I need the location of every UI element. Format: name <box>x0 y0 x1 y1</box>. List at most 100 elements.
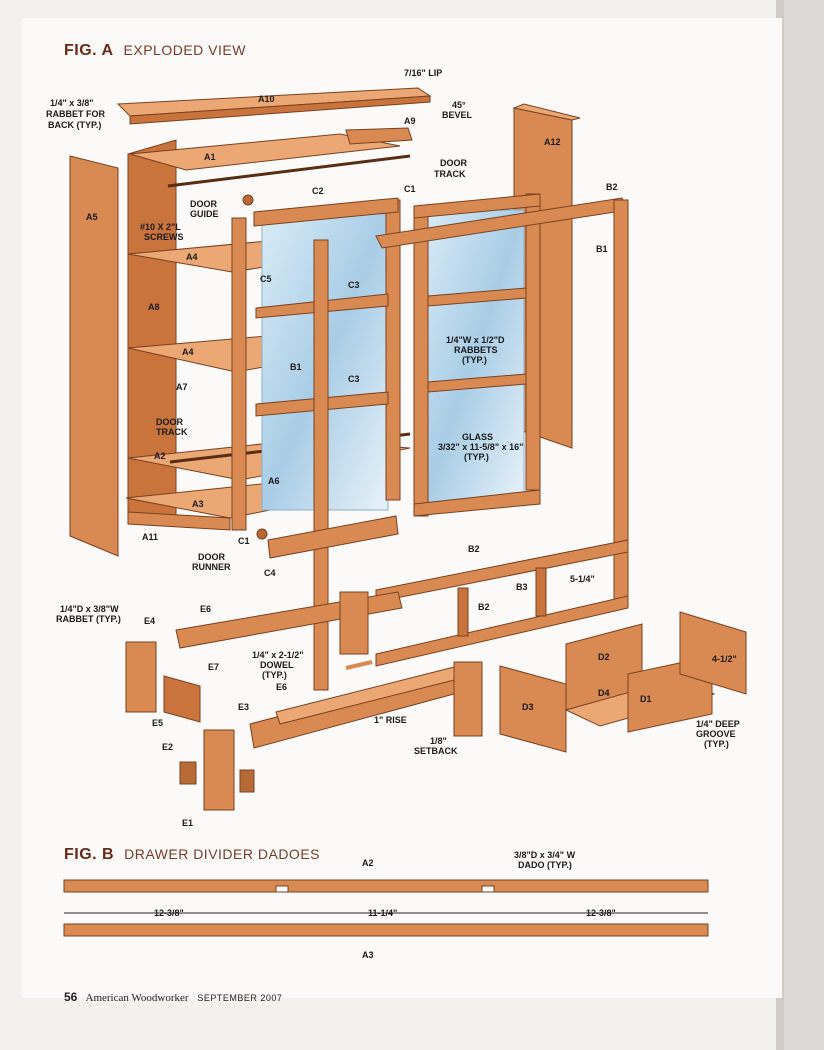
figb-label-a2: A2 <box>362 858 374 868</box>
figb-dim-right: 12-3/8" <box>586 908 616 918</box>
part-label-b3: B3 <box>516 582 528 592</box>
callout-groove-2: GROOVE <box>696 729 736 739</box>
figure-b-number: FIG. B <box>64 846 115 863</box>
part-label-a3: A3 <box>192 499 204 509</box>
part-label-c1-top: C1 <box>404 184 416 194</box>
part-label-a11: A11 <box>142 532 158 542</box>
part-label-d1: D1 <box>640 694 652 704</box>
callout-dim-4-1-2: 4-1/2" <box>712 654 737 664</box>
part-a1-top <box>129 133 401 171</box>
callout-door-guide-2: GUIDE <box>190 209 219 219</box>
callout-lip: 7/16" LIP <box>404 68 442 78</box>
callout-screws-2: SCREWS <box>144 232 184 242</box>
door-track-top <box>167 154 411 188</box>
callout-screws-1: #10 X 2"L <box>140 222 181 232</box>
figure-b-title: DRAWER DIVIDER DADOES <box>124 846 320 862</box>
part-e4-leg-right <box>339 591 369 655</box>
callout-rabbets-2: RABBETS <box>454 345 498 355</box>
right-door-top-rail <box>413 193 541 219</box>
part-e1-post <box>203 729 235 811</box>
part-label-a4-middle: A4 <box>182 347 194 357</box>
part-a5-side <box>69 155 119 557</box>
figure-b-heading: FIG. B DRAWER DIVIDER DADOES <box>64 846 320 864</box>
part-label-e3: E3 <box>238 702 249 712</box>
callout-rabbets-1: 1/4"W x 1/2"D <box>446 335 505 345</box>
figb-dim-left: 12-3/8" <box>154 908 184 918</box>
part-a2-strip <box>63 879 709 893</box>
callout-dowel-1: 1/4" x 2-1/2" <box>252 650 304 660</box>
part-label-e6-front: E6 <box>276 682 287 692</box>
callout-glass-2: 3/32" x 11-5/8" x 16" <box>438 442 523 452</box>
callout-bevel-2: BEVEL <box>442 110 473 120</box>
part-label-c3-upper: C3 <box>348 280 360 290</box>
part-e4-front-leg <box>453 661 483 737</box>
part-a12-back-edge <box>512 103 581 121</box>
part-label-b2-top: B2 <box>606 182 618 192</box>
part-label-a7: A7 <box>176 382 188 392</box>
page-number: 56 <box>64 990 78 1004</box>
part-a11-rail <box>127 511 231 531</box>
part-label-d2: D2 <box>598 652 610 662</box>
adjacent-page-edge <box>782 0 824 1050</box>
figure-a-heading: FIG. A EXPLODED VIEW <box>64 42 246 60</box>
page-footer: 56 American Woodworker SEPTEMBER 2007 <box>64 990 282 1004</box>
part-label-e6-back: E6 <box>200 604 211 614</box>
part-a10-top-edge <box>129 95 431 125</box>
callout-dim-5-1-4: 5-1/4" <box>570 574 595 584</box>
callout-rabbet-back-3: BACK (TYP.) <box>48 120 101 130</box>
callout-rise: 1" RISE <box>374 715 407 725</box>
part-e7-block <box>163 675 201 723</box>
callout-dowel-2: DOWEL <box>260 660 294 670</box>
right-door-mid-rail-1 <box>427 287 527 307</box>
part-b2-middle-rail <box>375 539 629 603</box>
callout-door-track-top-2: TRACK <box>434 169 466 179</box>
part-label-a2: A2 <box>154 451 166 461</box>
part-label-c2: C2 <box>312 186 324 196</box>
callout-door-runner-1: DOOR <box>198 552 226 562</box>
callout-rabbet-e-1: 1/4"D x 3/8"W <box>60 604 119 614</box>
callout-groove-3: (TYP.) <box>704 739 729 749</box>
callout-rabbet-back-2: RABBET FOR <box>46 109 105 119</box>
part-label-b2-bottom: B2 <box>478 602 490 612</box>
part-e2-key-right <box>239 769 255 793</box>
drawer-side-right <box>679 611 747 695</box>
part-label-b1-left: B1 <box>290 362 302 372</box>
part-label-b1-right: B1 <box>596 244 608 254</box>
part-label-e5: E5 <box>152 718 163 728</box>
part-label-a4-upper: A4 <box>186 252 198 262</box>
part-e2-key-left <box>179 761 197 785</box>
figb-dado-2: DADO (TYP.) <box>518 860 572 870</box>
part-label-a6: A6 <box>268 476 280 486</box>
part-label-a9: A9 <box>404 116 416 126</box>
part-a9-rail <box>345 127 413 145</box>
magazine-name: American Woodworker <box>85 992 189 1004</box>
right-door-glass <box>423 209 525 503</box>
part-label-a1: A1 <box>204 152 216 162</box>
part-a3-strip <box>63 923 709 937</box>
figure-a-number: FIG. A <box>64 42 114 59</box>
callout-glass-1: GLASS <box>462 432 493 442</box>
figb-label-a3: A3 <box>362 950 374 960</box>
part-label-c3-lower: C3 <box>348 374 360 384</box>
callout-glass-3: (TYP.) <box>464 452 489 462</box>
part-e4-leg-left <box>125 641 157 713</box>
part-label-e7: E7 <box>208 662 219 672</box>
part-label-c1-bottom: C1 <box>238 536 250 546</box>
callout-setback-1: 1/8" <box>430 736 447 746</box>
part-label-a12: A12 <box>544 137 561 147</box>
figure-a-title: EXPLODED VIEW <box>123 42 246 58</box>
part-b1-stile-front <box>313 239 329 691</box>
callout-rabbet-back-1: 1/4" x 3/8" <box>50 98 94 108</box>
part-label-c5: C5 <box>260 274 272 284</box>
part-label-e1: E1 <box>182 818 193 828</box>
part-label-a5: A5 <box>86 212 98 222</box>
right-door-mid-rail-2 <box>427 373 527 393</box>
right-door-bottom-rail <box>413 489 541 517</box>
part-c1-stile-left <box>231 217 247 531</box>
part-label-d4: D4 <box>598 688 610 698</box>
part-b3-divider-left <box>457 587 469 637</box>
callout-door-track-low-2: TRACK <box>156 427 188 437</box>
part-label-c4: C4 <box>264 568 276 578</box>
part-c2-rail <box>253 197 399 227</box>
part-label-a8: A8 <box>148 302 160 312</box>
